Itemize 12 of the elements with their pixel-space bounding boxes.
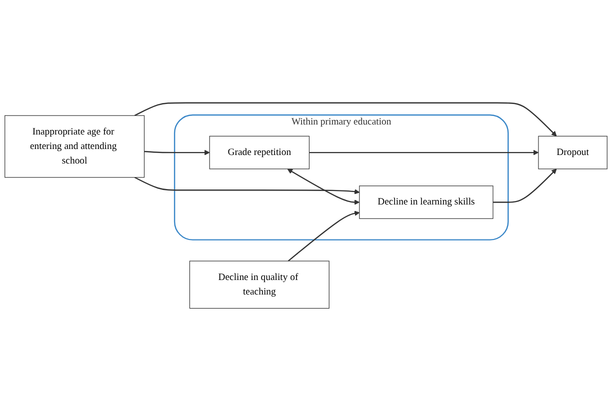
node-box: Dropout [538,136,608,170]
node-box: Inappropriate age for entering and attending school [4,116,145,178]
node-box: Decline in quality of teaching [189,261,330,310]
node-box: Grade repetition [209,136,310,170]
arrow [134,177,360,195]
arrow [309,150,539,156]
arrow [287,169,360,206]
arrow [493,169,557,204]
node-box: Decline in learning skills [359,186,494,220]
arrow [144,150,210,156]
arrow [288,211,360,262]
arrow [134,102,557,137]
